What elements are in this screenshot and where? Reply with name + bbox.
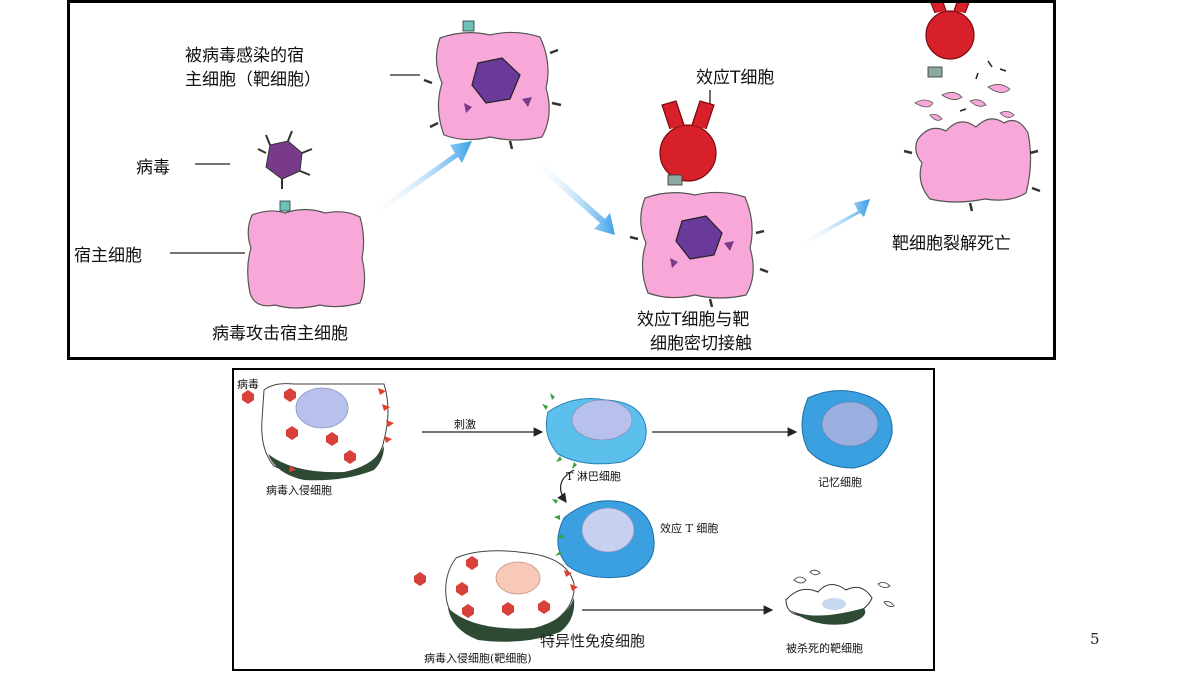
label-stimulate: 刺激 bbox=[454, 418, 476, 431]
memory-cell bbox=[801, 390, 893, 469]
host-cell bbox=[247, 200, 366, 309]
label-killed-target: 被杀死的靶细胞 bbox=[786, 642, 863, 655]
bottom-diagram-panel: 病毒 刺激 病毒入侵细胞 T 淋巴细胞 记忆细胞 效应 T 细胞 病毒入侵细胞(… bbox=[232, 368, 935, 671]
page-number: 5 bbox=[1090, 630, 1100, 648]
label-memory-cell: 记忆细胞 bbox=[818, 476, 862, 489]
label-contact-line2: 细胞密切接触 bbox=[650, 334, 752, 354]
arrow-1 bbox=[370, 141, 472, 217]
t-lymphocyte bbox=[542, 393, 647, 469]
label-invaded-target: 病毒入侵细胞(靶细胞) bbox=[424, 652, 532, 665]
label-virus: 病毒 bbox=[136, 158, 170, 178]
label-virus-attacks: 病毒攻击宿主细胞 bbox=[212, 324, 348, 344]
virus-invaded-cell bbox=[242, 383, 394, 481]
virus-particle bbox=[257, 130, 313, 189]
bottom-diagram-graphics bbox=[242, 383, 895, 642]
arrow-3 bbox=[798, 199, 870, 247]
top-diagram-panel: 被病毒感染的宿 主细胞（靶细胞） 病毒 宿主细胞 病毒攻击宿主细胞 效应T细胞 … bbox=[67, 0, 1056, 360]
lysed-target-cell bbox=[903, 3, 1041, 212]
slide-caption: 特异性免疫细胞 bbox=[540, 632, 646, 650]
label-effector-t-cell: 效应 T 细胞 bbox=[660, 522, 719, 535]
arrow-2 bbox=[532, 159, 615, 235]
effector-t-cell-contact bbox=[629, 100, 769, 308]
label-host-cell: 宿主细胞 bbox=[74, 246, 142, 266]
infected-host-cell bbox=[423, 20, 562, 150]
label-infected-cell-line1: 被病毒感染的宿 bbox=[185, 46, 304, 66]
label-infected-cell-line2: 主细胞（靶细胞） bbox=[185, 70, 321, 90]
label-bottom-virus: 病毒 bbox=[237, 378, 259, 391]
virus-invaded-target-cell bbox=[414, 550, 578, 642]
killed-target-cell bbox=[785, 569, 895, 625]
effector-t-cell bbox=[552, 499, 655, 579]
label-t-lymphocyte: T 淋巴细胞 bbox=[566, 470, 621, 483]
label-invaded-cell: 病毒入侵细胞 bbox=[266, 484, 332, 497]
top-diagram-graphics bbox=[170, 3, 1041, 309]
label-effector-t: 效应T细胞 bbox=[696, 68, 775, 88]
label-contact-line1: 效应T细胞与靶 bbox=[637, 310, 750, 330]
arrow-to-effector bbox=[557, 469, 575, 503]
label-lysis: 靶细胞裂解死亡 bbox=[892, 234, 1011, 254]
